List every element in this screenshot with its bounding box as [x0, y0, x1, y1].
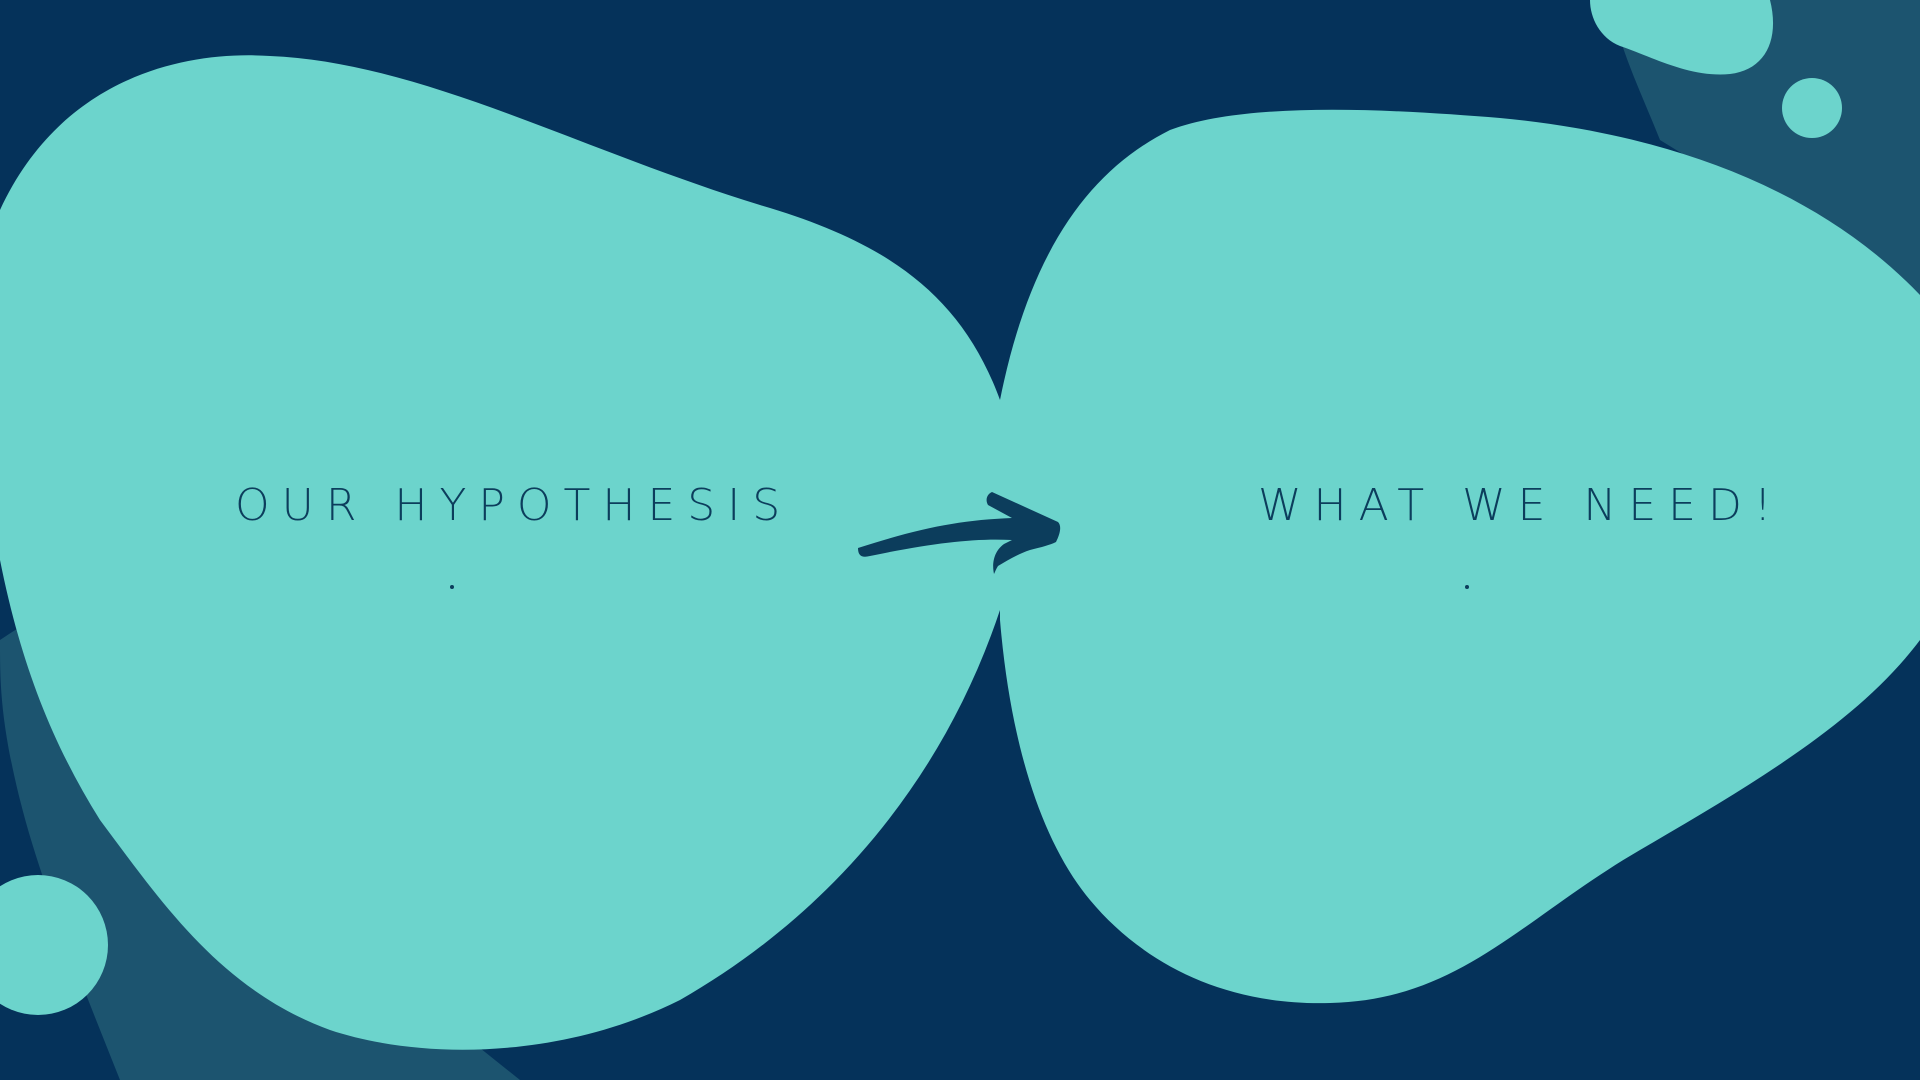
circle-top-right [1782, 78, 1842, 138]
accent-shape-top-right [1610, 0, 1920, 300]
left-body-text [450, 585, 454, 589]
right-blob [1000, 109, 1920, 1004]
right-heading: WHAT WE NEED! [1258, 480, 1784, 531]
left-heading: OUR HYPOTHESIS [235, 480, 793, 531]
blob-top-right [1590, 0, 1774, 75]
left-blob [0, 55, 1000, 1050]
right-body-text [1465, 585, 1469, 589]
circle-bottom-left [0, 875, 108, 1015]
arrow-right-icon [858, 492, 1061, 574]
